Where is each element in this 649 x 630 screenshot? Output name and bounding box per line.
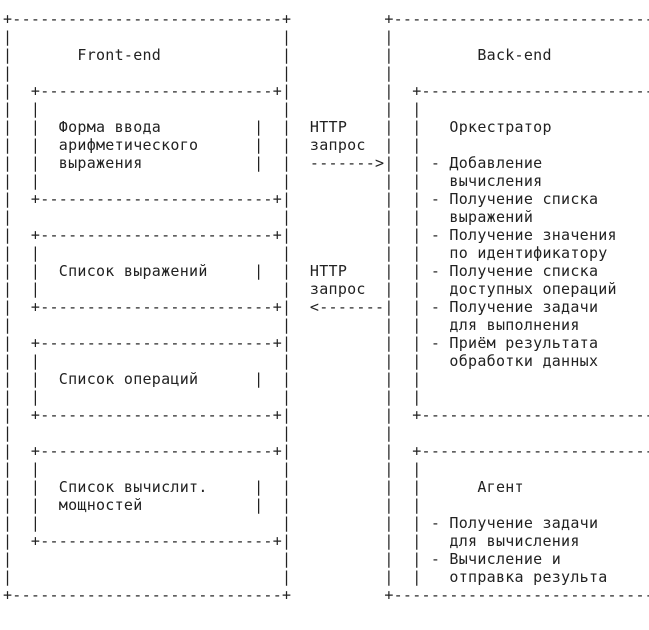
- diagram-line: | +-------------------------+| | +------…: [3, 406, 649, 424]
- diagram-line: | | | | - Вычисление и ||: [3, 550, 649, 568]
- diagram-line: | +-------------------------+| | | для в…: [3, 532, 649, 550]
- diagram-line: | | Список вычислит. | | | | Агент ||: [3, 478, 649, 496]
- diagram-line: | | Список операций | | | | ||: [3, 370, 649, 388]
- diagram-line: | | | | | по идентификатору ||: [3, 244, 649, 262]
- diagram-line: | | | | | вычисления ||: [3, 172, 649, 190]
- diagram-line: | +-------------------------+| | | - При…: [3, 334, 649, 352]
- diagram-line: | Front-end | | Back-end |: [3, 46, 649, 64]
- diagram-line: | | | | | ||: [3, 388, 649, 406]
- diagram-line: | | | |: [3, 424, 649, 442]
- diagram-line: | +-------------------------+| <-------|…: [3, 298, 649, 316]
- diagram-line: | +-------------------------+| | | - Пол…: [3, 226, 649, 244]
- diagram-line: | | | | отправка результа ||: [3, 568, 649, 586]
- diagram-line: | | Форма ввода | | HTTP | | Оркестратор…: [3, 118, 649, 136]
- diagram-line: | | | |: [3, 64, 649, 82]
- diagram-line: +-----------------------------+ +-------…: [3, 586, 649, 604]
- diagram-line: | | | | | ||: [3, 100, 649, 118]
- diagram-line: | | | | | - Получение задачи ||: [3, 514, 649, 532]
- diagram-line: | | | запрос | | доступных операций ||: [3, 280, 649, 298]
- diagram-line: | | | | для выполнения ||: [3, 316, 649, 334]
- diagram-line: | | мощностей | | | | ||: [3, 496, 649, 514]
- diagram-line: | +-------------------------+| | +------…: [3, 442, 649, 460]
- diagram-line: | | | | | ||: [3, 460, 649, 478]
- ascii-architecture-diagram: +-----------------------------+ +-------…: [3, 0, 649, 630]
- diagram-line: | | | | | обработки данных ||: [3, 352, 649, 370]
- diagram-line: | +-------------------------+| | | - Пол…: [3, 190, 649, 208]
- diagram-line: | | Список выражений | | HTTP | | - Полу…: [3, 262, 649, 280]
- diagram-line: | | | | выражений ||: [3, 208, 649, 226]
- diagram-line: | +-------------------------+| | +------…: [3, 82, 649, 100]
- diagram-line: | | арифметического | | запрос | | ||: [3, 136, 649, 154]
- diagram-line: | | | |: [3, 28, 649, 46]
- diagram-line: | | выражения | | ------->| | - Добавлен…: [3, 154, 649, 172]
- diagram-line: +-----------------------------+ +-------…: [3, 10, 649, 28]
